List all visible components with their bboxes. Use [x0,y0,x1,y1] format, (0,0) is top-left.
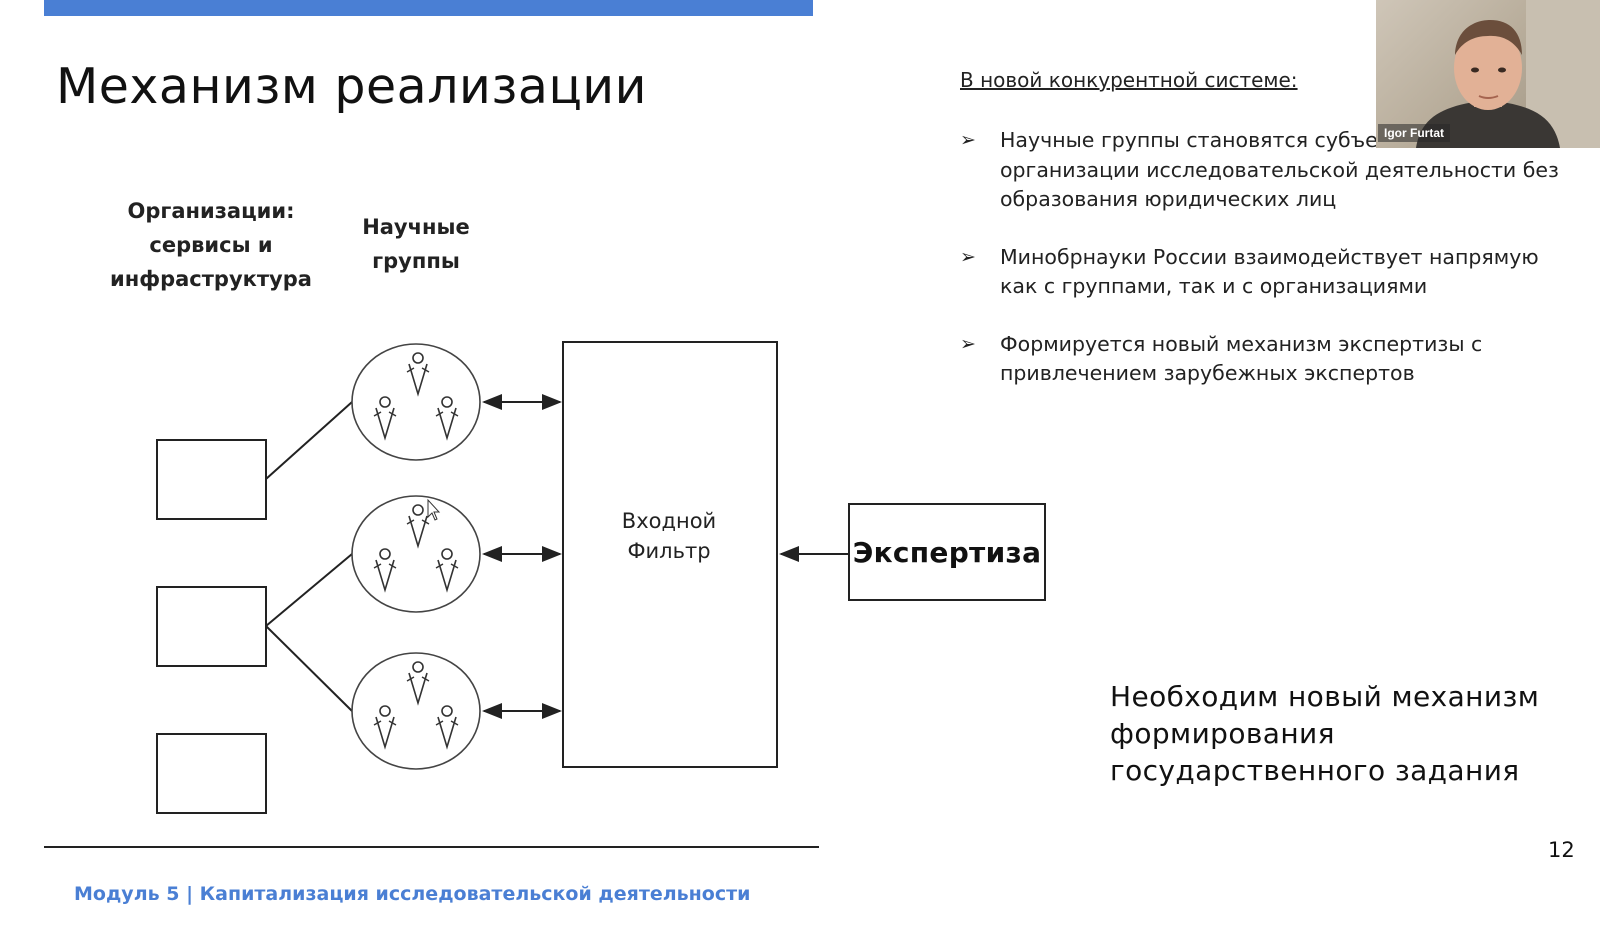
participant-video-tile[interactable]: Igor Furtat [1376,0,1600,148]
participant-name-label: Igor Furtat [1378,124,1450,142]
arrowhead-bullet-icon: ➢ [960,129,976,151]
page-number: 12 [1548,838,1575,862]
input-filter-label: Входной Фильтр [621,509,717,563]
bullet-text: Минобрнауки России взаимодействует напря… [1000,244,1539,299]
footer-divider [44,846,819,848]
conclusion-text: Необходим новый механизм формирования го… [1110,680,1540,787]
connector-org2-group2 [265,553,353,627]
input-filter-box [562,341,778,768]
research-group-1 [351,343,481,461]
organization-box-2 [156,586,267,667]
organization-box-3 [156,733,267,814]
bullet-item: ➢ Формируется новый механизм экспертизы … [960,330,1590,389]
bullet-text: Формируется новый механизм экспертизы с … [1000,331,1483,386]
arrowhead-bullet-icon: ➢ [960,245,976,268]
expertise-label: Экспертиза [852,535,1042,569]
connector-org1-group1 [265,401,353,480]
participant-video-image [1416,0,1600,148]
organization-box-1 [156,439,267,520]
slide-top-accent-bar [44,0,813,16]
groups-heading: Научные группы [362,215,470,273]
system-bullet-list: ➢ Научные группы становятся субъектами в… [960,126,1590,417]
bullet-item: ➢ Минобрнауки России взаимодействует нап… [960,243,1590,302]
arrowhead-bullet-icon: ➢ [960,332,976,355]
footer-module-title: Модуль 5 | Капитализация исследовательск… [74,883,751,905]
system-heading: В новой конкурентной системе: [960,68,1298,92]
connector-org2-group3 [265,625,353,712]
expertise-box: Экспертиза [848,503,1046,601]
research-group-2 [351,495,481,613]
research-group-3 [351,652,481,770]
slide-title: Механизм реализации [56,58,647,115]
mouse-cursor-icon [427,498,441,521]
organizations-heading: Организации: сервисы и инфраструктура [110,199,312,291]
